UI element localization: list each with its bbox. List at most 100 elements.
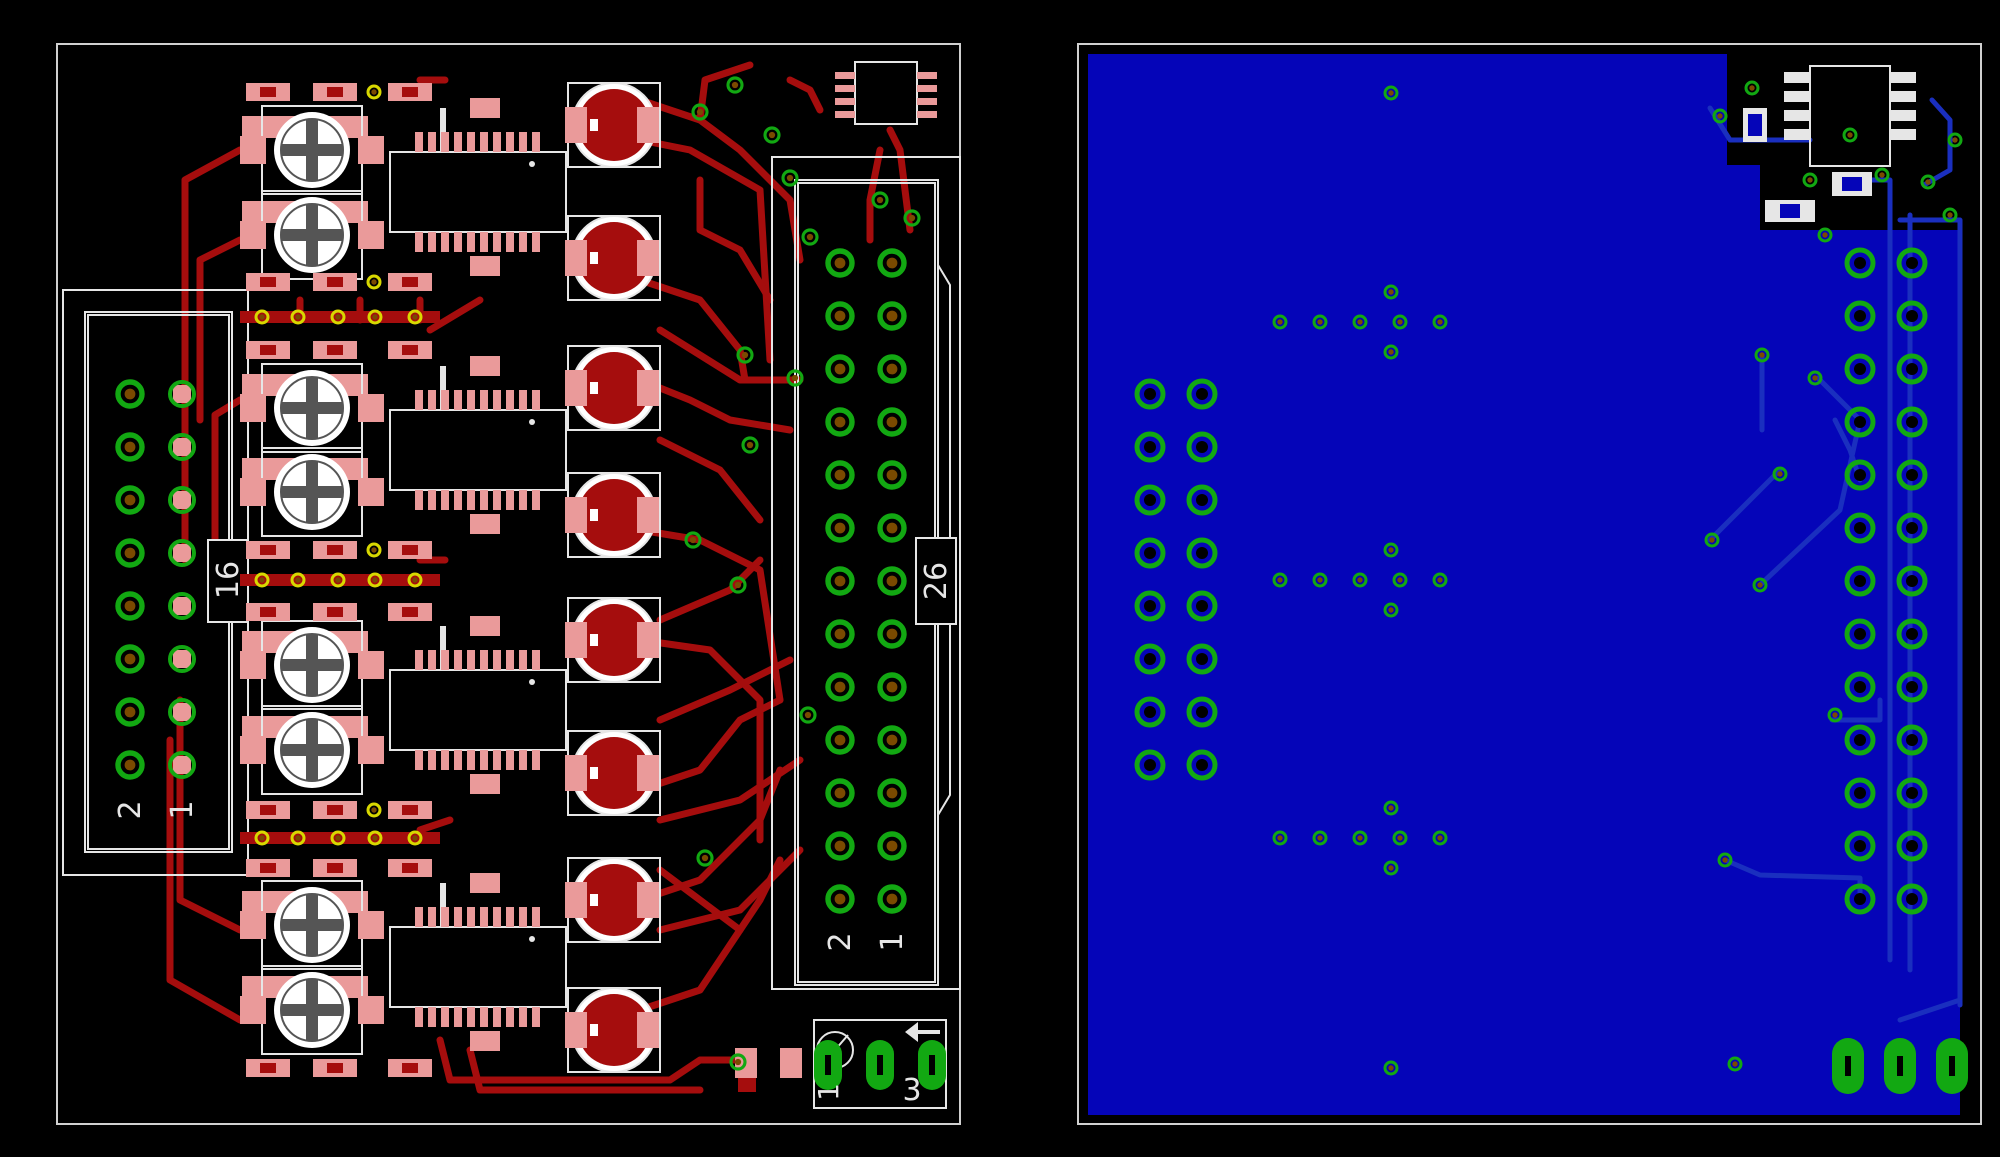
driver-ic-pin — [454, 490, 462, 510]
bottom-via — [1754, 347, 1770, 363]
connector-16-pin — [115, 538, 145, 568]
top-layer-board[interactable]: 16 2 1 26 2 1 — [56, 43, 961, 1125]
via-hole — [804, 711, 812, 719]
via-hole — [1388, 349, 1394, 355]
pad-hole — [1196, 388, 1208, 400]
via-hole — [124, 706, 136, 718]
connector-16-pin-square — [173, 597, 191, 615]
via-hole — [806, 233, 814, 241]
connector-26-pin — [877, 672, 907, 702]
via-hole — [1388, 607, 1394, 613]
via-hole — [886, 469, 898, 481]
connector-26-pin — [825, 301, 855, 331]
bottom-layer-board[interactable] — [1077, 43, 1982, 1125]
bottom-via — [1727, 1056, 1743, 1072]
pot-ring — [280, 633, 344, 697]
smd-resistor-body — [327, 277, 343, 287]
via-hole — [908, 214, 916, 222]
via-hole — [1807, 177, 1813, 183]
bottom-via — [1432, 830, 1448, 846]
via-hole — [1437, 835, 1443, 841]
cap-pad — [637, 497, 659, 533]
smd-resistor-body — [260, 545, 276, 555]
driver-ic-pin — [467, 390, 475, 410]
bottom-via — [1874, 167, 1890, 183]
pad-hole — [1144, 600, 1156, 612]
driver-ic-pin — [467, 907, 475, 927]
bottom-via — [1942, 207, 1958, 223]
pot-pad — [240, 478, 266, 506]
driver-ic-pin — [519, 750, 527, 770]
driver-ic-pin — [519, 650, 527, 670]
smd-resistor-body — [260, 607, 276, 617]
via-hole — [335, 314, 341, 320]
bottom-header-pad — [1896, 883, 1928, 915]
via-hole — [791, 374, 799, 382]
bottom-via — [1312, 572, 1328, 588]
pot-pad — [240, 911, 266, 939]
capacitor — [565, 597, 661, 683]
top-small-via — [366, 274, 382, 290]
via-hole — [124, 600, 136, 612]
capacitors — [565, 82, 661, 1073]
bottom-header-pad — [1896, 247, 1928, 279]
via-hole — [1388, 547, 1394, 553]
driver-ic-pin — [506, 232, 514, 252]
trace — [636, 276, 749, 384]
bottom-header-pad — [1844, 353, 1876, 385]
trace — [656, 846, 804, 934]
bottom-pads — [1134, 247, 1928, 915]
trace — [786, 76, 824, 114]
cap-copper — [578, 89, 650, 161]
via-hole — [1397, 577, 1403, 583]
cap-pad — [637, 1012, 659, 1048]
driver-ic-pin — [415, 907, 423, 927]
via-hole — [1388, 289, 1394, 295]
via-hole — [371, 807, 377, 813]
driver-ic — [389, 873, 567, 1051]
pot-ring — [280, 376, 344, 440]
via-hole — [886, 787, 898, 799]
pad-hole — [1854, 893, 1866, 905]
via-hole — [335, 835, 341, 841]
bottom-header-pad — [1844, 830, 1876, 862]
trace — [196, 236, 244, 424]
pot-cross — [282, 744, 342, 756]
smd-resistor-body — [402, 863, 418, 873]
bottom-via — [1752, 577, 1768, 593]
bottom-header-pad — [1844, 512, 1876, 544]
driver-ic-pin — [480, 1007, 488, 1027]
pot-cross — [282, 919, 342, 931]
smd-resistor-body — [260, 345, 276, 355]
via-hole — [295, 577, 301, 583]
via-hole — [1357, 577, 1363, 583]
driver-ic-pin — [467, 132, 475, 152]
driver-ic-pin — [493, 1007, 501, 1027]
bottom-header-pad — [1896, 777, 1928, 809]
bottom-header-pad — [1844, 883, 1876, 915]
bottom-header-pad — [1844, 618, 1876, 650]
driver-ic-pin — [428, 1007, 436, 1027]
ic-mark — [440, 366, 446, 410]
bottom-header-pad — [1134, 484, 1166, 516]
via-hole — [412, 835, 418, 841]
smd-resistor-body — [260, 277, 276, 287]
bottom-trace — [1832, 417, 1863, 483]
ic-cap — [470, 256, 500, 276]
cap-pad — [565, 622, 587, 658]
ic-cap — [470, 616, 500, 636]
bottom-header-pad — [1134, 431, 1166, 463]
driver-ic-pin — [480, 232, 488, 252]
connector-26-pin — [877, 513, 907, 543]
via-hole — [1388, 805, 1394, 811]
driver-ic-pin — [519, 390, 527, 410]
via-hole — [1759, 352, 1765, 358]
terminal-block[interactable]: 1 3 — [812, 1019, 947, 1109]
trace — [636, 696, 784, 794]
driver-ic-pin — [441, 390, 449, 410]
bottom-header-pad — [1896, 406, 1928, 438]
driver-ic-pin — [441, 1007, 449, 1027]
cap-plus — [590, 252, 598, 264]
bottom-header-pad — [1896, 353, 1928, 385]
